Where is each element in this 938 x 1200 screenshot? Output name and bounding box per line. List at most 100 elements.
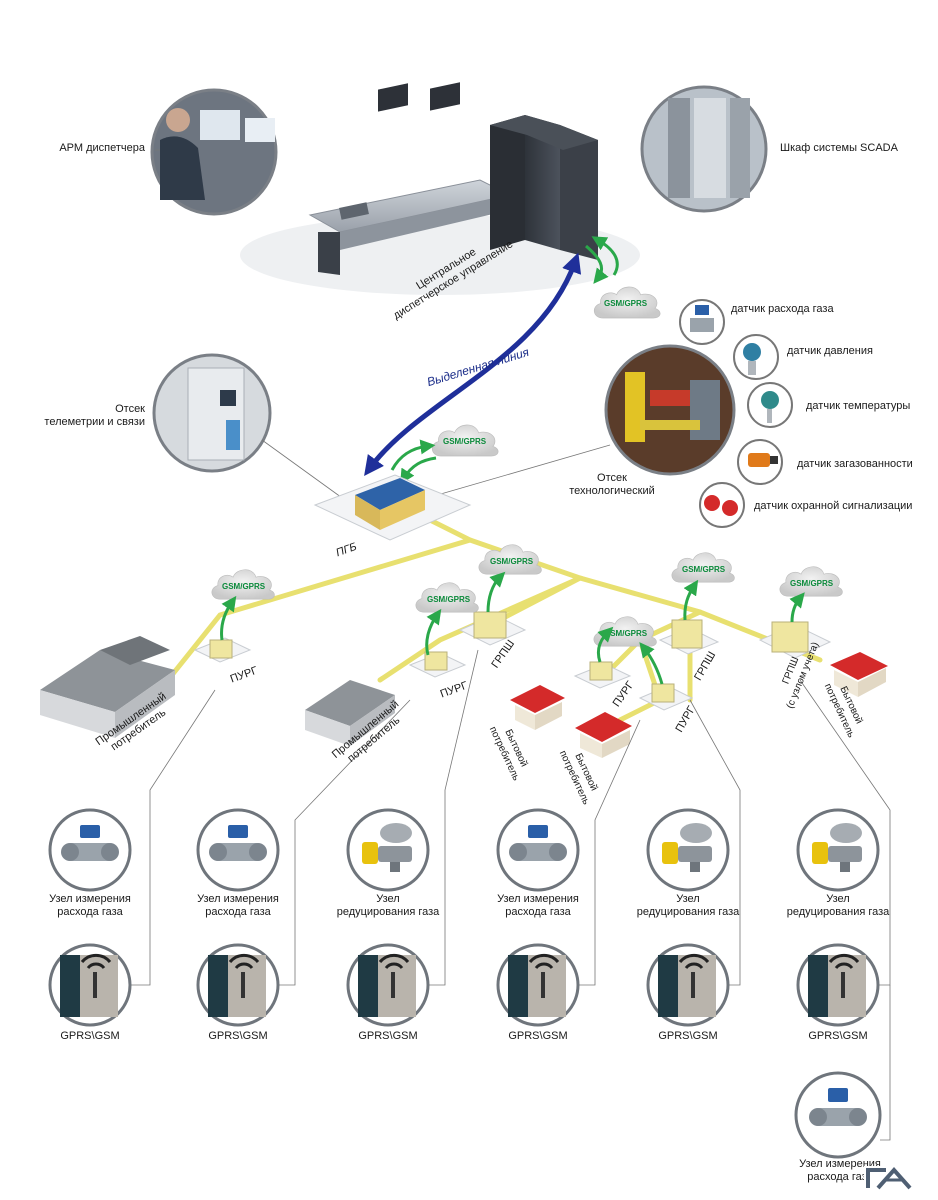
gprs-gsm-cabinet-photo-4 xyxy=(496,943,580,1027)
equipment-label-line2: редуцирования газа xyxy=(786,906,890,918)
telemetry-line1: Отсек xyxy=(115,403,145,415)
sensor-label-flow: датчик расхода газа xyxy=(731,303,834,315)
central-dispatch-room xyxy=(240,82,640,295)
gprs-gsm-label-6: GPRS\GSM xyxy=(808,1030,868,1042)
gsm-cloud-top-text: GSM/GPRS xyxy=(604,299,648,308)
gas-detector-icon xyxy=(737,439,783,485)
gsm-cloud-5: GSM/GPRS xyxy=(671,552,735,583)
dedicated-line-arrow xyxy=(364,252,582,477)
sensor-label-security: датчик охранной сигнализации xyxy=(754,500,913,512)
operator-photo xyxy=(150,88,278,216)
gprs-gsm-label-2: GPRS\GSM xyxy=(208,1030,268,1042)
purg-station-1 xyxy=(193,637,252,663)
technology-label: Отсек технологический xyxy=(562,472,662,498)
pressure-regulator-photo-6 xyxy=(796,808,880,892)
gsm-cloud-pgb: GSM/GPRS xyxy=(431,424,499,457)
gsm-cloud-3: GSM/GPRS xyxy=(478,544,542,575)
gprs-gsm-cabinet-photo-5 xyxy=(646,943,730,1027)
equipment-label-line2: редуцирования газа xyxy=(636,906,740,918)
gprs-gsm-label-1: GPRS\GSM xyxy=(60,1030,120,1042)
sensor-icons xyxy=(679,299,793,528)
household-consumer-2 xyxy=(575,712,632,758)
svg-text:GSM/GPRS: GSM/GPRS xyxy=(490,557,534,566)
svg-text:GSM/GPRS: GSM/GPRS xyxy=(682,565,726,574)
flow-sensor-icon xyxy=(679,299,725,345)
technology-line2: технологический xyxy=(569,485,655,497)
bottom-equipment xyxy=(48,808,880,1027)
extra-flow-meter-line1: Узел измерения xyxy=(799,1158,881,1170)
equipment-label-line1: Узел xyxy=(376,893,400,905)
gprs-gsm-cabinet-photo-1 xyxy=(48,943,132,1027)
monitor-1 xyxy=(378,83,408,112)
technology-line1: Отсек xyxy=(597,472,627,484)
extra-flow-meter-photo xyxy=(794,1071,882,1159)
equipment-label-line2: расхода газа xyxy=(205,906,271,918)
gprs-gsm-cabinet-photo-6 xyxy=(796,943,880,1027)
svg-text:GSM/GPRS: GSM/GPRS xyxy=(427,595,471,604)
equipment-label-line1: Узел xyxy=(676,893,700,905)
gprs-gsm-cabinet-photo-3 xyxy=(346,943,430,1027)
security-alarm-icon xyxy=(699,482,745,528)
sensor-label-gas: датчик загазованности xyxy=(797,458,913,470)
scada-cabinet xyxy=(490,115,598,260)
arm-label: АРМ диспетчера xyxy=(59,142,145,154)
gsm-cloud-top: GSM/GPRS xyxy=(593,286,661,319)
flow-meter-photo-4 xyxy=(496,808,580,892)
svg-text:GSM/GPRS: GSM/GPRS xyxy=(790,579,834,588)
grpsh-station-3 xyxy=(758,621,832,659)
leader-lines-mid xyxy=(155,149,611,501)
gprs-gsm-cabinet-photo-2 xyxy=(196,943,280,1027)
gsm-cloud-2: GSM/GPRS xyxy=(415,582,479,613)
pressure-sensor-icon xyxy=(733,334,779,380)
pgb-unit xyxy=(313,474,472,541)
gsm-cloud-4: GSM/GPRS xyxy=(593,616,657,647)
svg-text:GSM/GPRS: GSM/GPRS xyxy=(443,437,487,446)
extra-flow-meter-line2: расхода газа xyxy=(807,1171,873,1183)
leader-lines-bottom xyxy=(130,649,891,1141)
flow-meter-photo-2 xyxy=(196,808,280,892)
gprs-gsm-label-4: GPRS\GSM xyxy=(508,1030,568,1042)
industrial-consumer-1 xyxy=(40,636,175,738)
telemetry-label: Отсек телеметрии и связи xyxy=(35,403,145,429)
temperature-sensor-icon xyxy=(747,382,793,428)
equipment-label-line1: Узел измерения xyxy=(49,893,131,905)
gsm-cloud-1: GSM/GPRS xyxy=(211,569,275,600)
grpsh-station-1 xyxy=(458,611,527,646)
extra-flow-meter-label: Узел измерения расхода газа xyxy=(775,1158,905,1184)
equipment-label-line2: редуцирования газа xyxy=(336,906,440,918)
monitor-2 xyxy=(430,82,460,111)
equipment-label-line2: расхода газа xyxy=(505,906,571,918)
gprs-gsm-label-5: GPRS\GSM xyxy=(658,1030,718,1042)
scada-cabinet-photo xyxy=(640,85,768,213)
telemetry-line2: телеметрии и связи xyxy=(44,416,145,428)
telemetry-photo xyxy=(152,353,272,473)
equipment-label-line2: расхода газа xyxy=(57,906,123,918)
uplink-arrows xyxy=(220,571,805,685)
flow-meter-photo-1 xyxy=(48,808,132,892)
household-consumer-3 xyxy=(830,652,888,697)
purg-station-3 xyxy=(573,661,632,689)
equipment-label-line1: Узел xyxy=(826,893,850,905)
equipment-label-line1: Узел измерения xyxy=(197,893,279,905)
household-consumer-1 xyxy=(510,685,565,730)
sensor-label-pressure: датчик давления xyxy=(787,345,873,357)
industrial-consumer-2 xyxy=(305,680,395,746)
pressure-regulator-photo-5 xyxy=(646,808,730,892)
purg-station-2 xyxy=(408,651,467,678)
gsm-cloud-6: GSM/GPRS xyxy=(779,566,843,597)
technology-photo xyxy=(604,344,736,476)
sensor-label-temperature: датчик температуры xyxy=(806,400,911,412)
grpsh-station-2 xyxy=(658,619,720,655)
company-logo xyxy=(864,1166,916,1192)
pressure-regulator-photo-3 xyxy=(346,808,430,892)
gprs-gsm-label-3: GPRS\GSM xyxy=(358,1030,418,1042)
purg-station-4 xyxy=(638,683,694,711)
svg-text:GSM/GPRS: GSM/GPRS xyxy=(604,629,648,638)
